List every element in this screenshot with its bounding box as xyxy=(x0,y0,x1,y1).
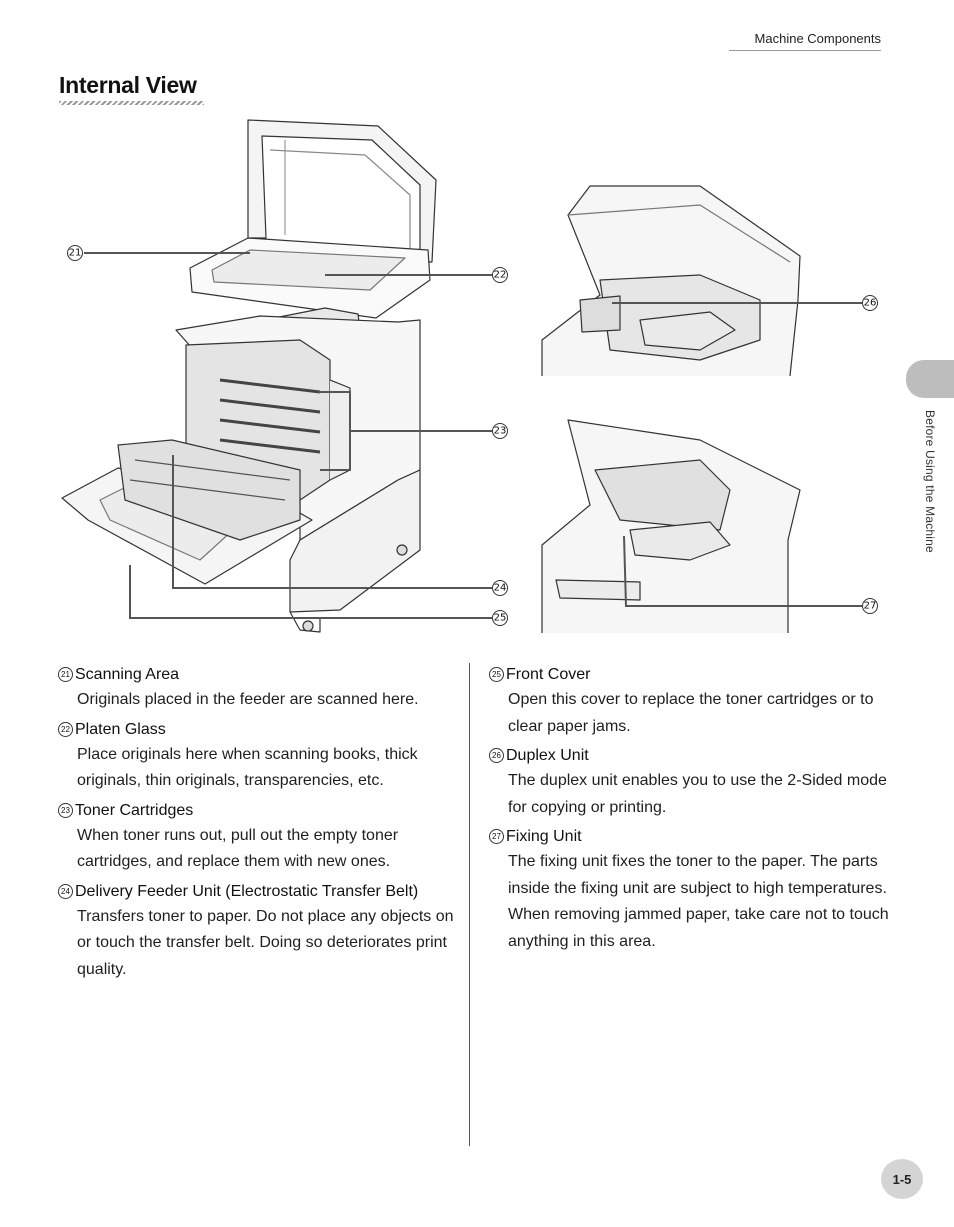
item-title: Platen Glass xyxy=(75,720,166,738)
callout-22: 22 xyxy=(494,270,507,281)
callout-26: 26 xyxy=(864,298,877,309)
item-title: Scanning Area xyxy=(75,666,180,683)
item-title: Fixing Unit xyxy=(506,828,582,845)
callout-25: 25 xyxy=(494,613,507,624)
machine-internal-view-illustration: 21 22 23 24 25 26 27 xyxy=(61,119,878,633)
title-underline xyxy=(59,101,204,105)
item-description: Open this cover to replace the toner car… xyxy=(508,691,874,735)
item-description: Transfers toner to paper. Do not place a… xyxy=(77,907,454,978)
item-number: 21 xyxy=(58,667,73,682)
running-header: Machine Components xyxy=(729,31,881,51)
item-description: When toner runs out, pull out the empty … xyxy=(77,826,399,871)
item-number: 26 xyxy=(489,748,504,763)
callout-27: 27 xyxy=(864,601,877,612)
item-number: 22 xyxy=(58,721,73,737)
chapter-tab-label: Before Using the Machine xyxy=(923,410,937,553)
item-description: Place originals here when scanning books… xyxy=(77,745,418,790)
callout-24: 24 xyxy=(494,583,507,594)
item-description: Originals placed in the feeder are scann… xyxy=(77,691,419,708)
item-title: Duplex Unit xyxy=(506,747,589,764)
scanner-lid xyxy=(247,119,437,263)
item-description: The fixing unit fixes the toner to the p… xyxy=(508,853,889,950)
item-title: Delivery Feeder Unit (Electrostatic Tran… xyxy=(75,882,419,900)
column-divider xyxy=(469,663,470,1146)
section-title: Internal View xyxy=(59,72,197,98)
item-description: The duplex unit enables you to use the 2… xyxy=(508,772,887,816)
item-number: 27 xyxy=(489,829,504,844)
item-number: 23 xyxy=(58,802,73,818)
callout-23: 23 xyxy=(494,426,507,437)
callout-21: 21 xyxy=(69,248,82,259)
page-number: 1-5 xyxy=(881,1159,923,1199)
chapter-tab xyxy=(906,360,954,398)
item-number: 25 xyxy=(489,667,504,682)
item-number: 24 xyxy=(58,883,73,899)
item-title: Front Cover xyxy=(506,666,591,683)
item-title: Toner Cartridges xyxy=(75,801,194,819)
